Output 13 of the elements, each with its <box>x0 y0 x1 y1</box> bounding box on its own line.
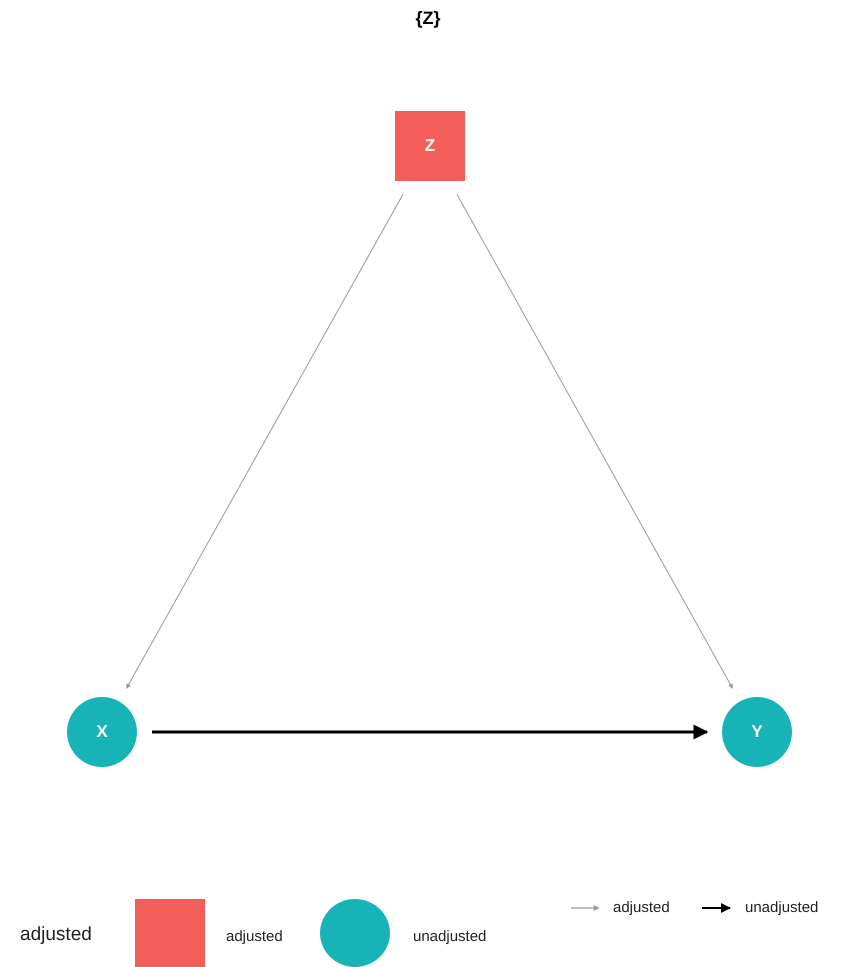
legend-label: adjusted <box>226 928 283 945</box>
node-label: Z <box>424 136 436 156</box>
legend-label: unadjusted <box>413 928 486 945</box>
legend-title: adjusted <box>20 924 92 946</box>
arrow <box>126 194 404 689</box>
legend-label: adjusted <box>613 899 670 916</box>
legend-label: unadjusted <box>745 899 818 916</box>
square-node <box>395 111 465 181</box>
node-label: Y <box>751 722 763 742</box>
diagram-title: {Z} <box>414 8 442 29</box>
arrow <box>456 194 734 689</box>
arrow <box>152 724 708 740</box>
node-label: X <box>96 722 108 742</box>
